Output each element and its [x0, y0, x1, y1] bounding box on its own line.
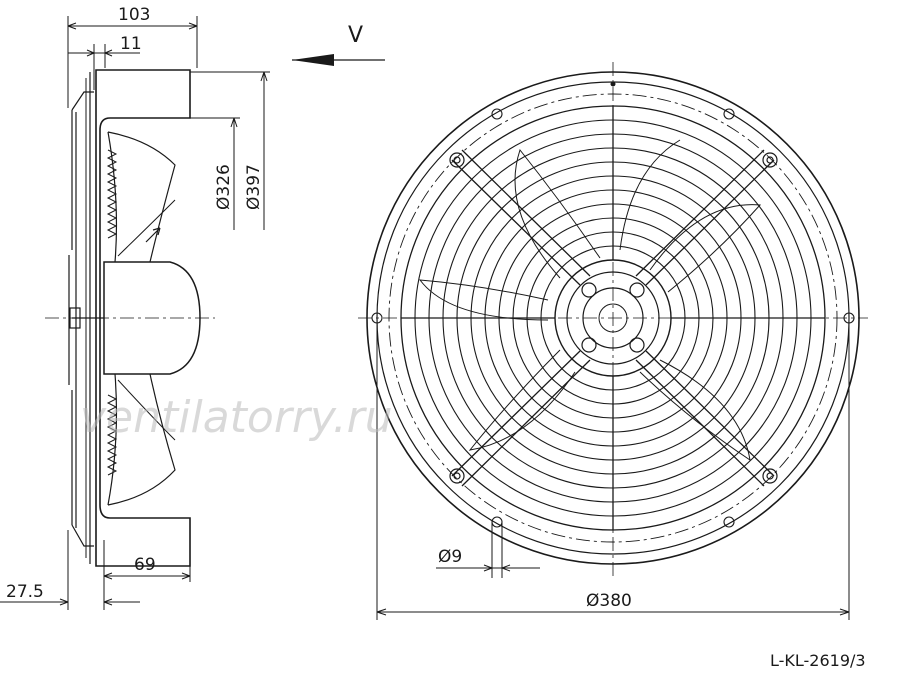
mounting-hole [723, 516, 735, 528]
hub-center [598, 303, 628, 333]
dim-inner-diameter: Ø326 [214, 164, 234, 210]
blade-edge-zigzag-top [106, 149, 118, 239]
dim-offset: 27.5 [6, 582, 44, 602]
hub-inner [582, 287, 644, 349]
dim-bolt-circle: Ø380 [586, 591, 632, 611]
outer-ring [366, 71, 860, 565]
blade-side-upper [107, 131, 176, 263]
bolt-icon [762, 152, 778, 168]
motor-hub [103, 261, 201, 375]
guard-mount-top [71, 91, 94, 547]
dim-hole: Ø9 [438, 547, 462, 567]
shaft-nut [69, 307, 81, 329]
blade-edge-zigzag-bottom [106, 394, 118, 476]
dim-motor-depth: 69 [134, 555, 156, 575]
guard-struts [401, 106, 825, 530]
impeller-blades [418, 139, 762, 462]
bolt-icon [762, 468, 778, 484]
dim-flange: 11 [120, 34, 142, 54]
bolt-icon [449, 468, 465, 484]
strut-bolts [449, 152, 778, 484]
dim-outer-diameter: Ø397 [244, 164, 264, 210]
blade-side-lower [107, 373, 176, 506]
top-marker [610, 81, 616, 87]
drawing-code: L-KL-2619/3 [770, 651, 866, 670]
watermark: ventilatorry.ru [80, 392, 393, 443]
housing-outline [95, 69, 191, 567]
flow-arrow-icon [145, 227, 161, 243]
mounting-hole [723, 108, 735, 120]
dim-overall-depth: 103 [118, 5, 150, 25]
view-arrow-icon [292, 54, 334, 66]
front-view: Ø9 Ø380 [358, 62, 868, 620]
guard-profile [68, 110, 77, 528]
bolt-circle [388, 93, 838, 543]
hub-mid [566, 271, 660, 365]
bolt-icon [449, 152, 465, 168]
mounting-hole [491, 108, 503, 120]
side-view: 103 11 Ø326 Ø397 69 27.5 [0, 5, 270, 610]
view-label: V [348, 23, 363, 48]
view-direction: V [292, 23, 385, 66]
blade-side-mid [117, 199, 176, 441]
